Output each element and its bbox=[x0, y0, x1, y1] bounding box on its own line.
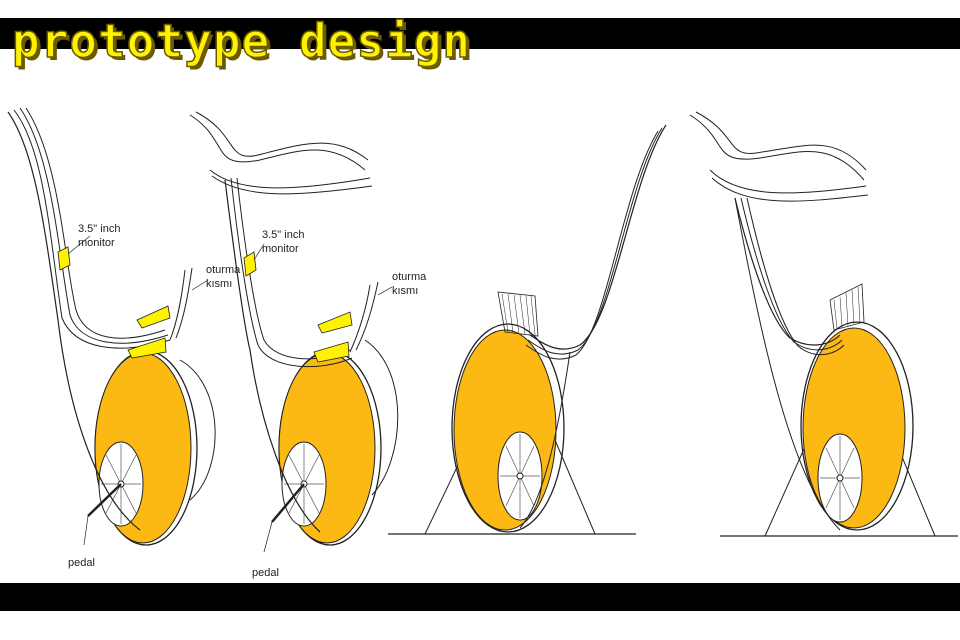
seat-label-2-line2: kısmı bbox=[392, 285, 418, 297]
monitor-2 bbox=[243, 251, 257, 277]
monitor-label-2-line1: 3.5" inch bbox=[262, 229, 304, 241]
hatched-block-3 bbox=[497, 291, 539, 337]
frame-1 bbox=[7, 111, 141, 531]
prototype-drawing-1: 3.5" inch monitor oturma kısmı pedal bbox=[7, 107, 241, 569]
pedal-1 bbox=[87, 483, 122, 517]
hatched-block-4 bbox=[829, 283, 865, 331]
frame-4 bbox=[734, 197, 841, 346]
pedal-2 bbox=[271, 483, 305, 523]
bottom-bar bbox=[0, 583, 960, 611]
monitor-label-1-line1: 3.5" inch bbox=[78, 223, 120, 235]
seat-2 bbox=[317, 311, 353, 334]
prototype-drawing-3 bbox=[388, 124, 667, 535]
seat-label-1-line1: oturma bbox=[206, 264, 241, 276]
seat-label-1-line2: kısmı bbox=[206, 278, 232, 290]
page-title: prototype design bbox=[11, 13, 472, 69]
seat-1 bbox=[136, 305, 171, 329]
wheel-3-rim bbox=[451, 323, 565, 533]
pedal-label-2: pedal bbox=[252, 567, 279, 579]
frame-2 bbox=[224, 179, 321, 533]
monitor-label-1-line2: monitor bbox=[78, 237, 115, 249]
prototype-drawing-4 bbox=[689, 111, 958, 537]
pedal-label-1: pedal bbox=[68, 557, 95, 569]
top-bar bbox=[0, 18, 960, 49]
frame-3 bbox=[529, 124, 667, 350]
monitor-1 bbox=[57, 246, 71, 271]
wheel-4-rim bbox=[800, 321, 914, 531]
monitor-label-2-line2: monitor bbox=[262, 243, 299, 255]
prototype-drawing-2: 3.5" inch monitor oturma kısmı pedal bbox=[189, 111, 427, 579]
seat-label-2-line1: oturma bbox=[392, 271, 427, 283]
